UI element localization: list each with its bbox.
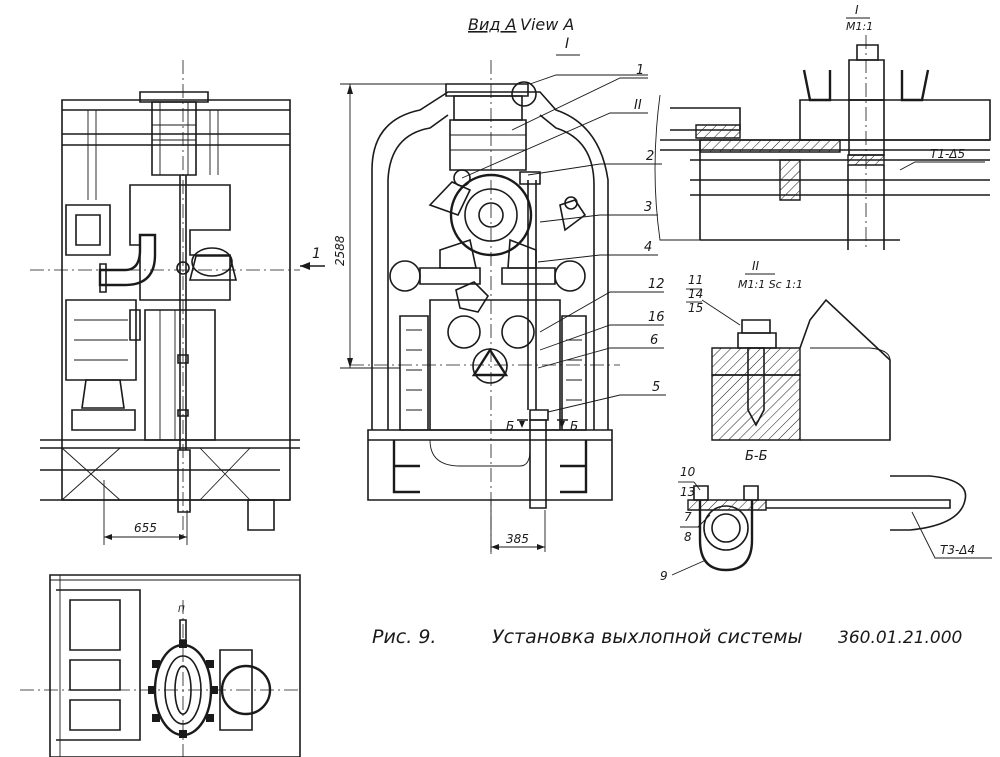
caption-figure: Рис. 9. [372, 626, 436, 648]
callout-16: 16 [648, 310, 665, 325]
side-view: 655 [30, 60, 300, 545]
view-arrow-1: 1 [300, 246, 325, 270]
part-10: 10 [680, 465, 696, 479]
dim-385: 385 [506, 532, 529, 546]
part-11: 11 [688, 273, 703, 287]
caption-title: Установка выхлопной системы [492, 626, 803, 648]
section-mark-left: Б [506, 419, 514, 433]
callout-2: 2 [646, 149, 654, 164]
plan-mark: П [178, 605, 185, 615]
view-title-ru: Вид А [468, 15, 516, 34]
view-mark: I [565, 36, 569, 52]
caption: Рис. 9. Установка выхлопной системы 360.… [372, 626, 962, 648]
part-13: 13 [680, 485, 695, 499]
callouts: I 1 II 2 3 4 12 16 6 5 [461, 63, 666, 413]
front-view: Вид А View A I [333, 15, 620, 555]
detail-I-scale: М1:1 [846, 20, 873, 33]
view-title-en: View A [520, 15, 574, 34]
view-arrow-label: 1 [312, 246, 321, 262]
callout-4: 4 [644, 240, 652, 255]
plan-view: П [20, 574, 301, 757]
callout-1: 1 [636, 63, 644, 78]
callout-6: 6 [650, 333, 658, 348]
dim-2588: 2588 [333, 235, 347, 266]
section-BB-title: Б-Б [745, 449, 768, 464]
detail-II-title: II [752, 259, 760, 273]
part-15: 15 [688, 301, 703, 315]
callout-5: 5 [652, 380, 660, 395]
weld-label-t1: Т1-Δ5 [930, 147, 965, 161]
detail-I: I М1:1 Т1-Δ5 [654, 3, 991, 250]
callout-II: II [634, 98, 642, 113]
detail-II: II М1:1 Sc 1:1 11 14 15 Б-Б [686, 259, 891, 464]
part-7: 7 [684, 510, 692, 524]
detail-I-title: I [855, 3, 859, 17]
clamp-detail: 10 13 7 8 9 Т3-Δ4 [660, 465, 992, 583]
part-9: 9 [660, 569, 668, 583]
callout-3: 3 [644, 200, 652, 215]
part-14: 14 [688, 287, 703, 301]
weld-label-t3: Т3-Δ4 [940, 543, 975, 557]
part-8: 8 [684, 530, 692, 544]
dim-655: 655 [134, 521, 157, 535]
section-mark-right: Б [570, 419, 578, 433]
caption-code: 360.01.21.000 [838, 628, 962, 648]
callout-12: 12 [648, 277, 665, 292]
detail-II-scale: М1:1 Sc 1:1 [738, 278, 803, 291]
